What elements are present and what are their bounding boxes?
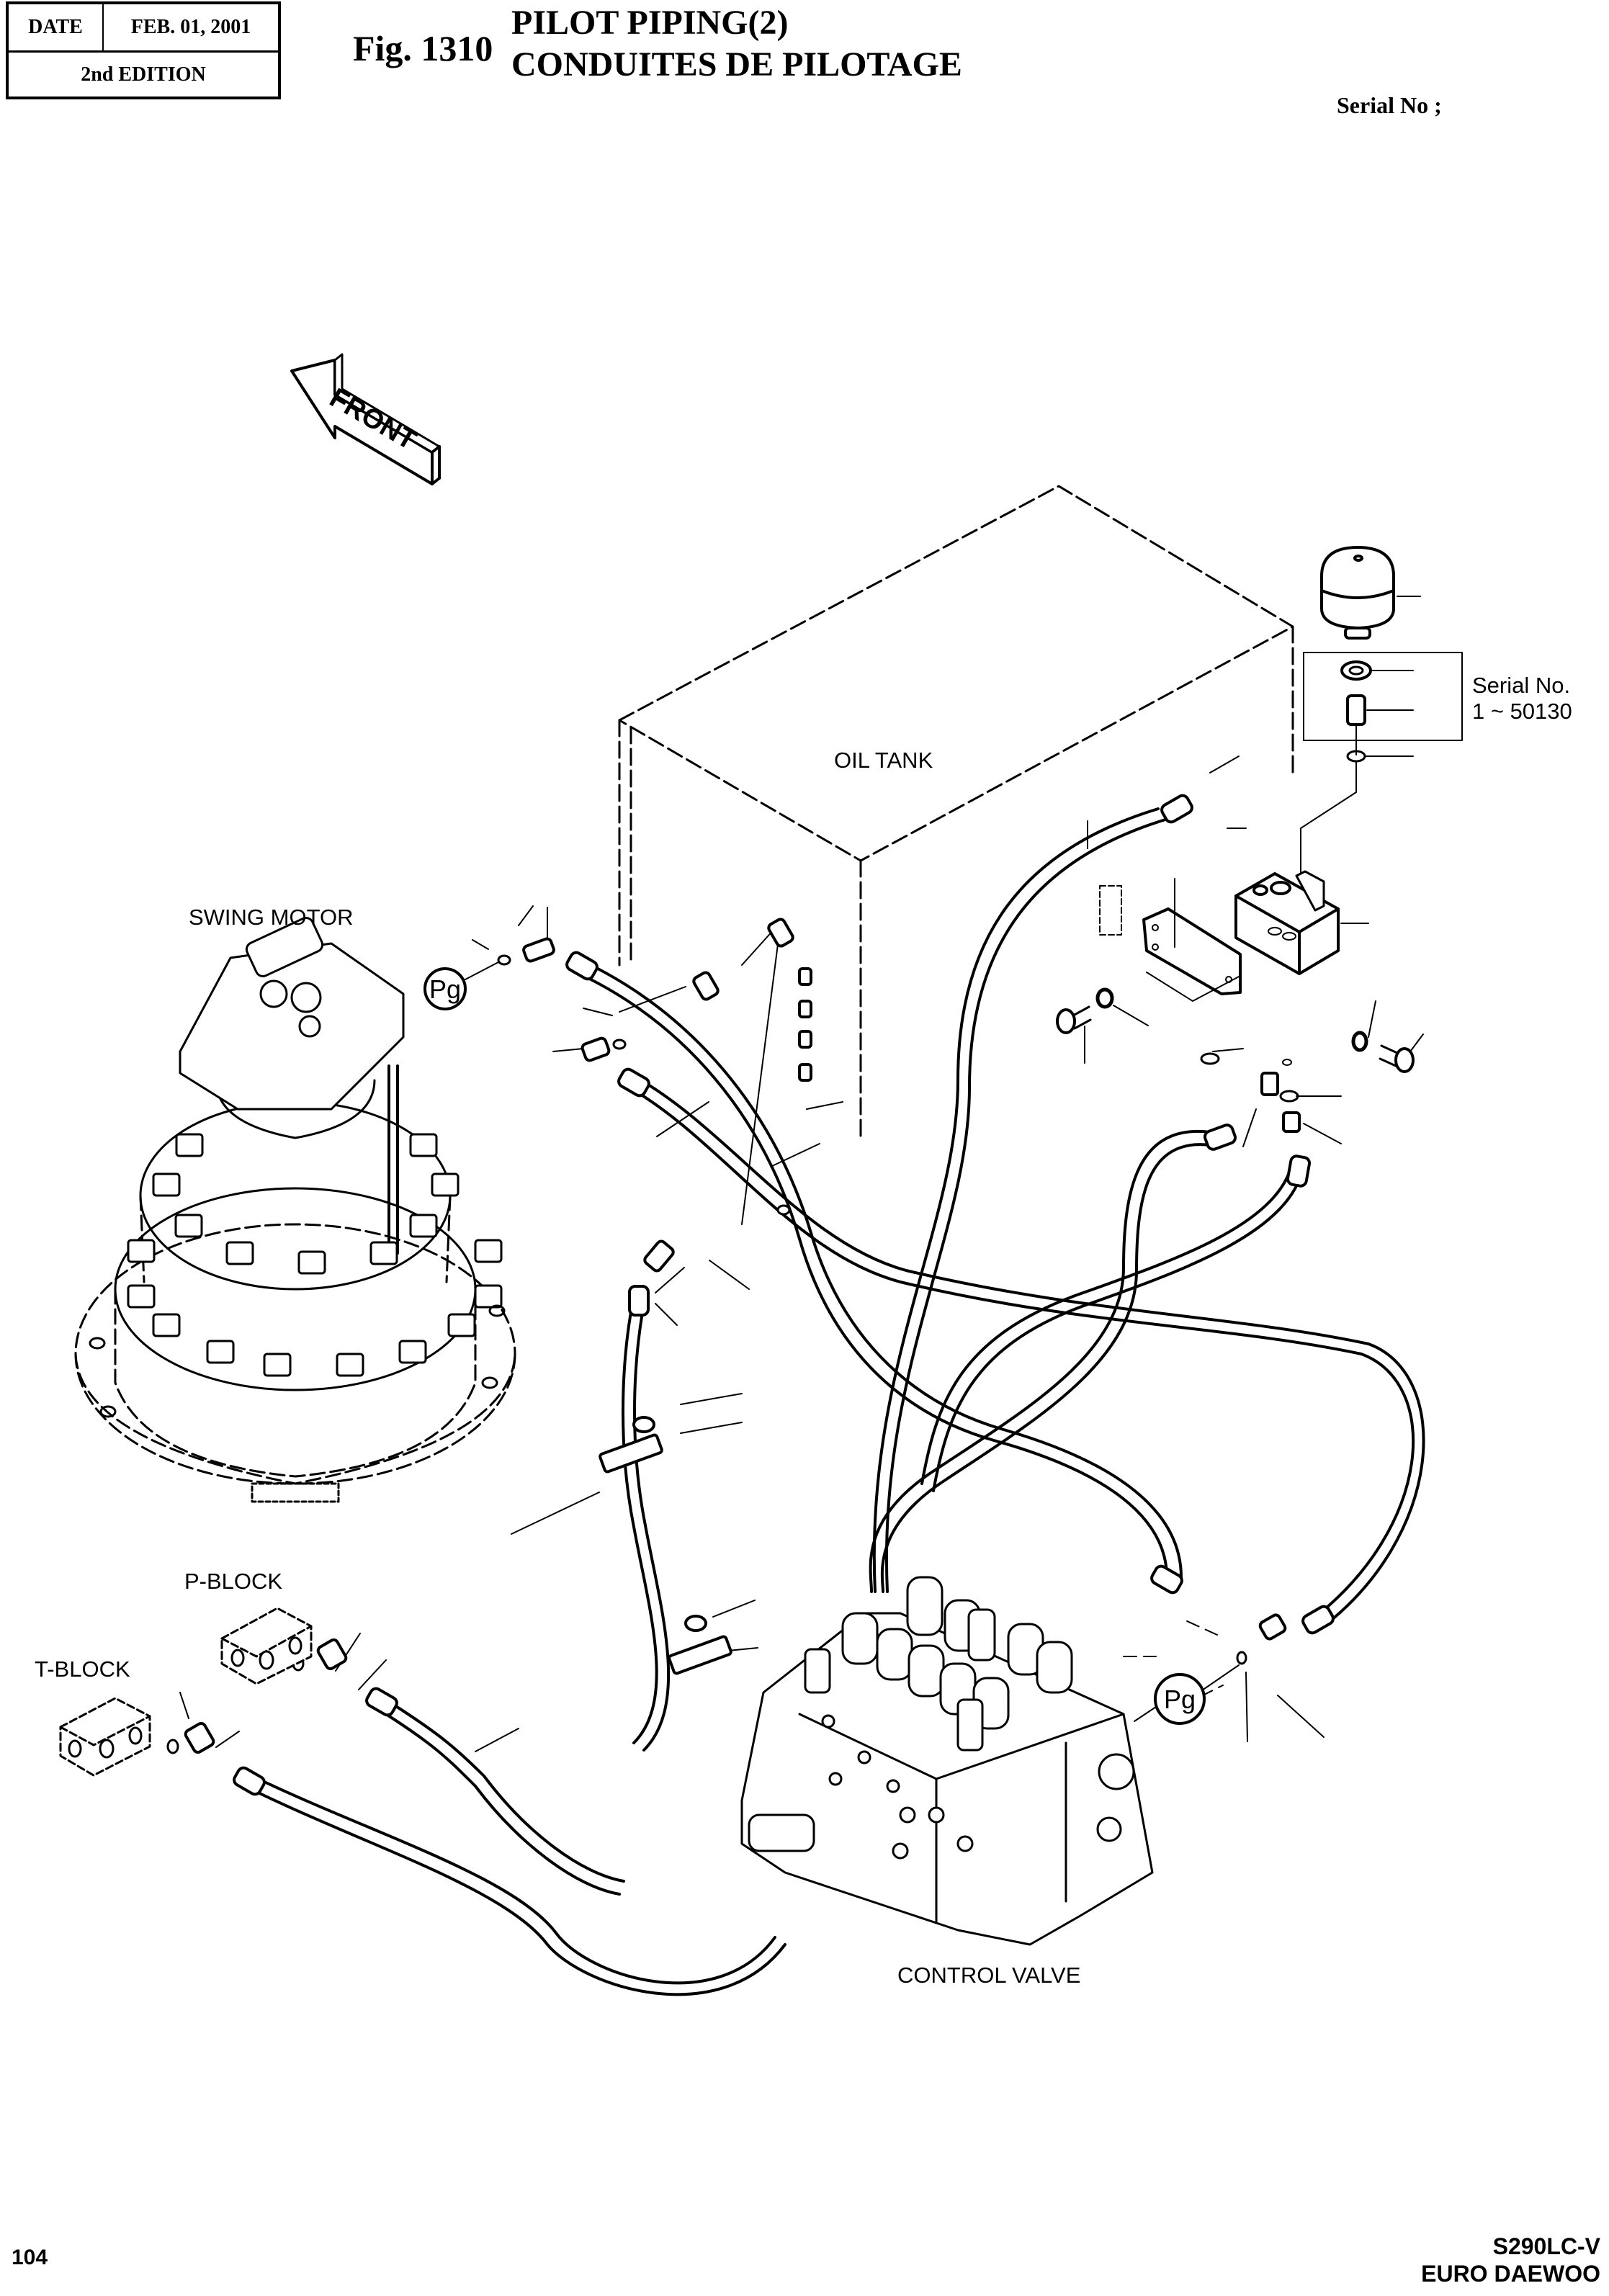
figure-number: Fig. 1310: [353, 28, 493, 68]
valve-caps: [804, 1576, 1073, 1752]
date-edition-box: DATE FEB. 01, 2001 2nd EDITION: [6, 1, 281, 99]
page-number: 104: [12, 2246, 48, 2269]
page-title-english: PILOT PIPING(2): [511, 4, 789, 42]
date-value: FEB. 01, 2001: [130, 16, 251, 38]
serial-number-header: Serial No ;: [1337, 92, 1442, 118]
oil-tank-label: OIL TANK: [834, 748, 933, 773]
mounting-bracket: [1099, 878, 1242, 1002]
pg-label: Pg: [429, 974, 461, 1004]
oil-tank-outline: [618, 485, 1294, 1139]
control-valve-label: CONTROL VALVE: [897, 1963, 1081, 1988]
p-block-illustration: [220, 1607, 313, 1685]
swing-motor-illustration: [74, 917, 516, 1503]
t-block-illustration: [59, 1697, 151, 1777]
model-name: S290LC-V: [1492, 2233, 1600, 2259]
accumulator-icon: [1320, 546, 1421, 640]
date-label: DATE: [9, 4, 104, 50]
footer-model-block: S290LC-V EURO DAEWOO: [1421, 2233, 1600, 2287]
pg-label: Pg: [1164, 1685, 1196, 1714]
hose-fittings: [233, 794, 1335, 1796]
edition-label: 2nd EDITION: [81, 63, 206, 86]
hoses: [243, 807, 1425, 1996]
bolts-and-washers: [1056, 987, 1415, 1133]
date-row: DATE FEB. 01, 2001: [9, 4, 278, 53]
leader-lines: [179, 755, 1424, 1752]
serial-note-line1: Serial No.: [1472, 673, 1571, 698]
t-block-label: T-BLOCK: [35, 1656, 130, 1682]
hose-clamps: [599, 1416, 732, 1675]
control-valve-illustration: [740, 1576, 1154, 1946]
serial-variant-inset: [1300, 652, 1463, 874]
brand-name: EURO DAEWOO: [1421, 2261, 1600, 2287]
motor-bolts: [127, 1133, 503, 1377]
p-block-label: P-BLOCK: [184, 1569, 283, 1594]
pilot-block: [1234, 870, 1369, 975]
page-title-french: CONDUITES DE PILOTAGE: [511, 45, 962, 84]
pressure-gauge-port-1: Pg: [423, 961, 499, 1010]
serial-variant-note: Serial No. 1 ~ 50130: [1472, 673, 1572, 725]
front-arrow-icon: FRONT: [290, 353, 441, 485]
serial-note-line2: 1 ~ 50130: [1472, 699, 1572, 724]
pressure-gauge-port-2: Pg: [1134, 1664, 1240, 1725]
swing-motor-label: SWING MOTOR: [189, 905, 354, 930]
